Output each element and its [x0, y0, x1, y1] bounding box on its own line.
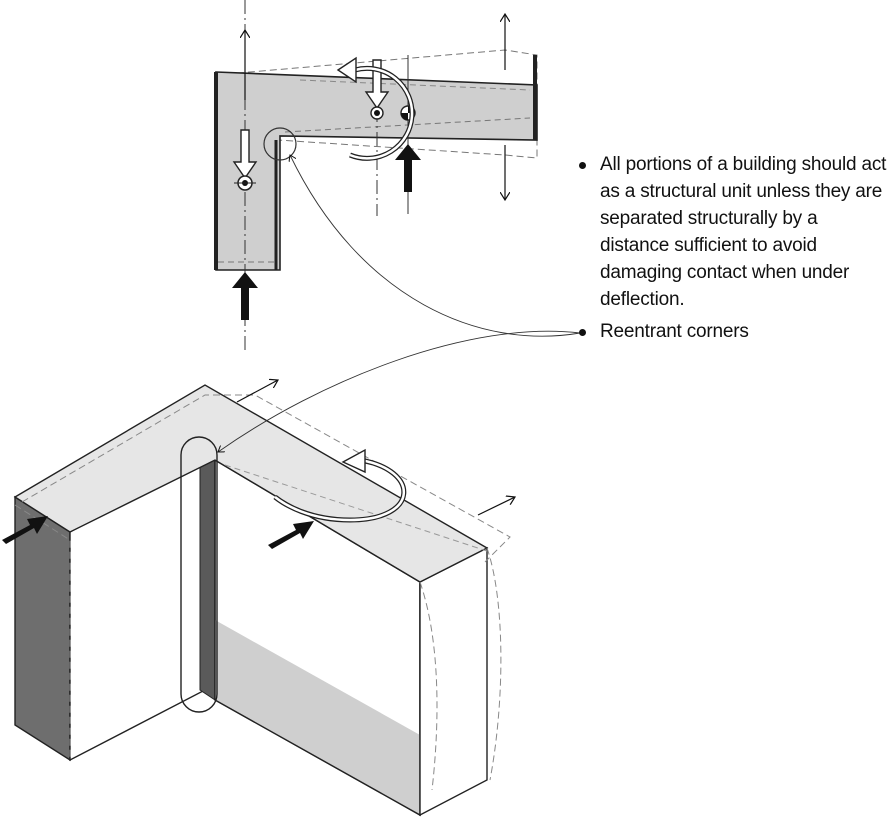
- bullet-dot: [579, 162, 586, 169]
- bullet-dot: [579, 329, 586, 336]
- plan-solid-arrow-right-wing: [395, 144, 421, 192]
- iso-right-end-face: [419, 546, 488, 817]
- iso-left-end-face: [14, 495, 71, 762]
- plan-view: [214, 0, 538, 352]
- leader-plan-corner: [290, 155, 581, 337]
- note-structural-unit: All portions of a building should act as…: [579, 151, 888, 313]
- note-structural-unit-text: All portions of a building should act as…: [600, 154, 887, 310]
- iso-solid-arrow-middle: [268, 521, 314, 549]
- note-reentrant-corners: Reentrant corners: [579, 318, 860, 345]
- note-reentrant-corners-text: Reentrant corners: [600, 321, 749, 342]
- leader-lines: [218, 155, 581, 452]
- isometric-view: [2, 380, 515, 817]
- plan-reentrant-corner-circle: [263, 127, 297, 161]
- plan-solid-arrow-up: [232, 272, 258, 320]
- iso-reentrant-corner-capsule: [180, 436, 218, 713]
- iso-reentrant-corner-face: [199, 454, 216, 701]
- plan-hollow-arrow-right-wing: [364, 59, 390, 110]
- plan-hollow-arrow-down: [232, 129, 258, 180]
- iso-solid-arrow-left: [2, 516, 48, 544]
- leader-iso-corner: [218, 330, 581, 452]
